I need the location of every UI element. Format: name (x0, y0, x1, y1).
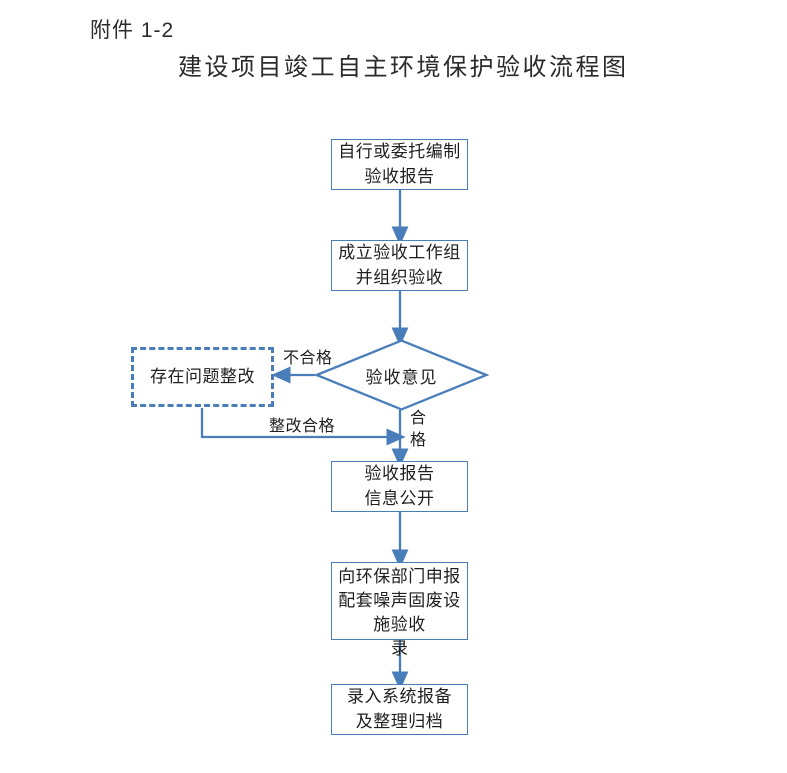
node-rectify-issues[interactable]: 存在问题整改 (131, 347, 274, 407)
node-line: 成立验收工作组 (338, 243, 461, 263)
page-title: 建设项目竣工自主环境保护验收流程图 (178, 55, 629, 81)
node-line: 向环保部门申报 (338, 566, 461, 586)
node-prepare-acceptance-report[interactable]: 自行或委托编制 验收报告 (331, 139, 468, 190)
diamond-shape (313, 339, 490, 411)
node-line: 自行或委托编制 (338, 142, 461, 162)
node-line: 验收报告 (364, 166, 435, 186)
node-line: 施验收 (373, 615, 426, 635)
node-label: 验收意见 (365, 367, 438, 387)
edge-label-rectified-pass: 整改合格 (269, 418, 336, 435)
attachment-label: 附件 1-2 (90, 19, 175, 42)
node-establish-acceptance-group[interactable]: 成立验收工作组 并组织验收 (331, 240, 468, 291)
edge-label-pass: 合格 (407, 409, 424, 453)
node-report-to-environmental-bureau[interactable]: 向环保部门申报 配套噪声固废设 施验收 (331, 562, 468, 640)
node-line: 验收报告 (364, 464, 435, 484)
node-line: 并组织验收 (355, 267, 444, 287)
node-line: 存在问题整改 (150, 366, 255, 386)
stray-overlap-character: 录 (391, 639, 408, 658)
node-line: 配套噪声固废设 (338, 590, 461, 610)
node-line: 及整理归档 (355, 711, 444, 731)
node-publish-acceptance-report[interactable]: 验收报告 信息公开 (331, 461, 468, 512)
node-line: 录入系统报备 (347, 687, 452, 707)
node-acceptance-opinion-decision[interactable]: 验收意见 (313, 339, 490, 411)
node-line: 信息公开 (364, 488, 435, 508)
edge-label-fail: 不合格 (283, 350, 333, 367)
node-enter-system-and-archive[interactable]: 录入系统报备 及整理归档 (331, 684, 468, 735)
